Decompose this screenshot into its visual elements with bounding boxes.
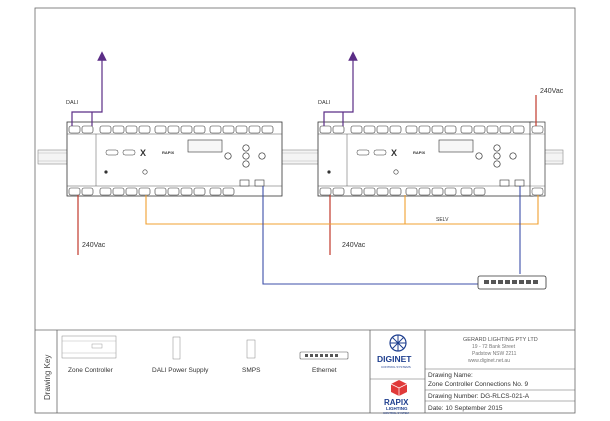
dali-wiring-left xyxy=(71,51,107,126)
key-label-ethernet: Ethernet xyxy=(312,367,337,374)
company-address-1: 19 - 72 Bank Street xyxy=(472,344,516,350)
ethernet-switch xyxy=(477,275,547,290)
company-address-2: Padstow NSW 2211 xyxy=(472,351,517,357)
diginet-logo: DIGINET CONTROL SYSTEMS xyxy=(377,334,412,369)
svg-text:CONTROL SYSTEMS: CONTROL SYSTEMS xyxy=(381,365,411,369)
key-thumb-dali-power-supply xyxy=(172,336,181,360)
nav-button xyxy=(242,160,250,168)
lcd-display xyxy=(438,139,474,153)
dali-label-right: DALI xyxy=(318,100,331,106)
company-web: www.diginet.net.au xyxy=(468,358,510,364)
nav-button xyxy=(258,152,266,160)
nav-button xyxy=(475,152,483,160)
key-thumb-ethernet xyxy=(299,351,349,360)
status-led xyxy=(327,170,331,174)
mains-label-right: 240Vac xyxy=(540,88,564,95)
zone-controller-left: X RAPIX xyxy=(66,121,283,197)
status-led xyxy=(104,170,108,174)
key-label-dali-power-supply: DALI Power Supply xyxy=(152,367,209,374)
svg-text:RAPIX: RAPIX xyxy=(162,150,175,155)
power-led xyxy=(142,169,148,175)
nav-button xyxy=(493,160,501,168)
rapix-logo: RAPIX LIGHTING CONTROL SYSTEM xyxy=(383,380,410,415)
terminal-block-bottom-right xyxy=(319,187,486,196)
terminal-block-top-left xyxy=(68,125,274,134)
nav-button xyxy=(242,144,250,152)
svg-text:RAPIX: RAPIX xyxy=(413,150,426,155)
power-supply-module xyxy=(529,121,546,197)
status-button xyxy=(373,149,387,156)
nav-button xyxy=(493,152,501,160)
drawing-frame xyxy=(34,7,576,414)
power-led xyxy=(393,169,399,175)
mains-label-middle: 240Vac xyxy=(342,242,366,249)
svg-text:RAPIX: RAPIX xyxy=(384,398,409,407)
svg-text:CONTROL SYSTEM: CONTROL SYSTEM xyxy=(383,411,410,415)
svg-text:LIGHTING: LIGHTING xyxy=(386,406,408,411)
svg-text:DIGINET: DIGINET xyxy=(377,354,412,364)
status-button xyxy=(356,149,370,156)
svg-text:X: X xyxy=(391,148,397,158)
drawing-key-title: Drawing Key xyxy=(43,355,52,400)
company-name: GERARD LIGHTING PTY LTD xyxy=(463,337,538,343)
drawing-name-label: Drawing Name: xyxy=(428,372,473,379)
selv-label: SELV xyxy=(436,217,449,223)
terminal-block-top-right xyxy=(319,125,525,134)
drawing-number: Drawing Number: DG-RLCS-021-A xyxy=(428,393,530,400)
dali-wiring-right xyxy=(323,51,358,126)
nav-button xyxy=(242,152,250,160)
nav-button xyxy=(509,152,517,160)
nav-button xyxy=(224,152,232,160)
terminal-block-bottom-left xyxy=(68,187,235,196)
ethernet-wiring xyxy=(262,186,521,285)
key-thumb-zone-controller xyxy=(61,335,117,359)
ethernet-port xyxy=(514,179,525,187)
drawing-date: Date: 10 September 2015 xyxy=(428,405,503,412)
ethernet-port xyxy=(239,179,250,187)
dali-label-left: DALI xyxy=(66,100,79,106)
drawing-name-value: Zone Controller Connections No. 9 xyxy=(428,381,528,388)
status-button xyxy=(105,149,119,156)
zone-controller-right: X RAPIX xyxy=(317,121,534,197)
status-button xyxy=(122,149,136,156)
lcd-display xyxy=(187,139,223,153)
selv-wiring xyxy=(145,195,539,225)
key-label-zone-controller: Zone Controller xyxy=(68,367,114,374)
key-thumb-smps xyxy=(246,339,256,359)
key-label-smps: SMPS xyxy=(242,367,261,374)
ethernet-port xyxy=(254,179,265,187)
svg-text:X: X xyxy=(140,148,146,158)
ethernet-port xyxy=(499,179,510,187)
nav-button xyxy=(493,144,501,152)
mains-label-left: 240Vac xyxy=(82,242,106,249)
